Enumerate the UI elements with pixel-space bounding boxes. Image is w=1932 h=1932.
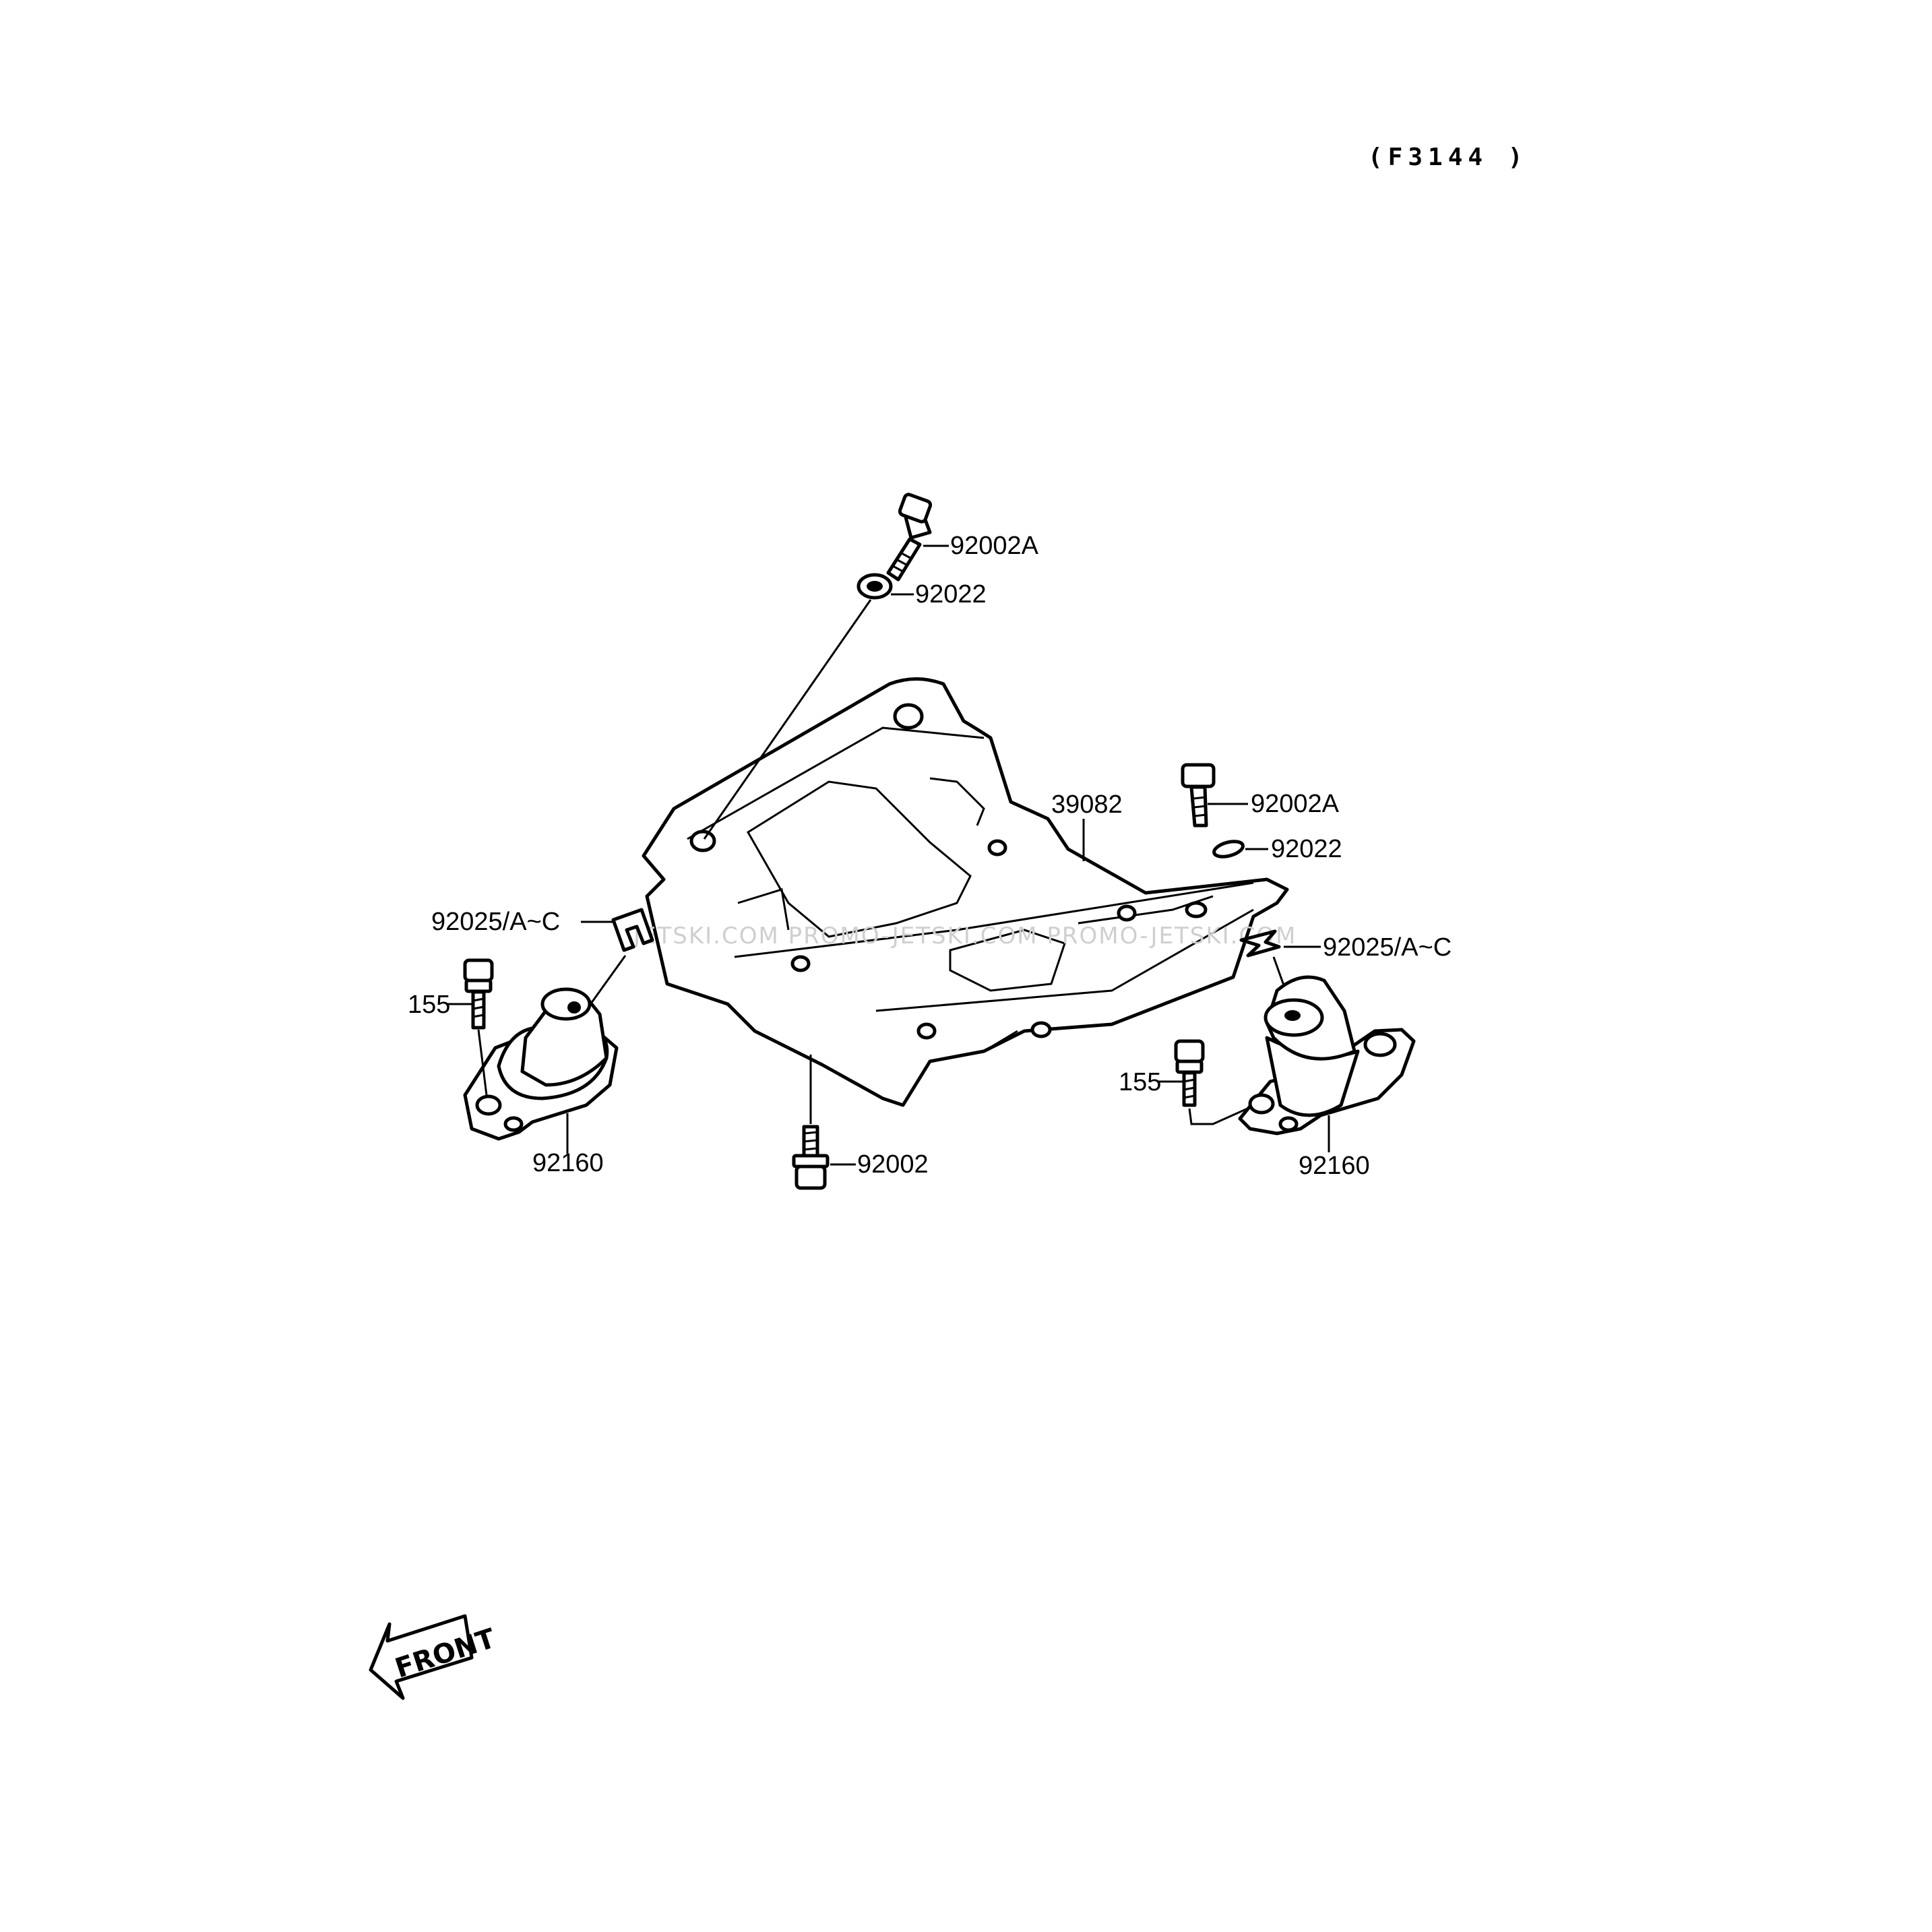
callout-155-left: 155 (408, 991, 450, 1019)
engine-mount-bracket (642, 677, 1289, 1107)
bolt-icon (792, 1125, 830, 1190)
bolt-icon (886, 493, 933, 582)
figure-code: (F3144 ) (1368, 144, 1528, 171)
callout-155-right: 155 (1119, 1068, 1161, 1096)
watermark: JETSKI.COM PROMO-JETSKI.COM PROMO-JETSKI… (632, 923, 1297, 949)
washer-icon (1212, 840, 1245, 859)
callout-92160-left: 92160 (532, 1149, 604, 1177)
callout-92022-top-right: 92022 (1271, 835, 1342, 863)
callout-92002a-top-left: 92002A (950, 532, 1039, 560)
engine-mount-rubber-right (1238, 975, 1416, 1135)
shim-icon (611, 908, 654, 952)
bolt-icon (1181, 763, 1216, 828)
callout-92025-left: 92025/A~C (431, 908, 560, 936)
engine-mount-rubber-left (463, 987, 619, 1141)
shim-icon (1239, 929, 1281, 958)
bolt-icon (463, 958, 494, 1030)
front-arrow-icon: FRONT (369, 1614, 499, 1700)
callout-92002a-top-right: 92002A (1251, 790, 1340, 818)
callout-92002-bottom: 92002 (857, 1150, 929, 1179)
callout-92025-right: 92025/A~C (1323, 933, 1452, 962)
bolt-icon (1174, 1039, 1205, 1107)
callout-92022-top-left: 92022 (915, 580, 987, 609)
callout-39082: 39082 (1051, 790, 1123, 819)
callout-92160-right: 92160 (1299, 1152, 1370, 1180)
